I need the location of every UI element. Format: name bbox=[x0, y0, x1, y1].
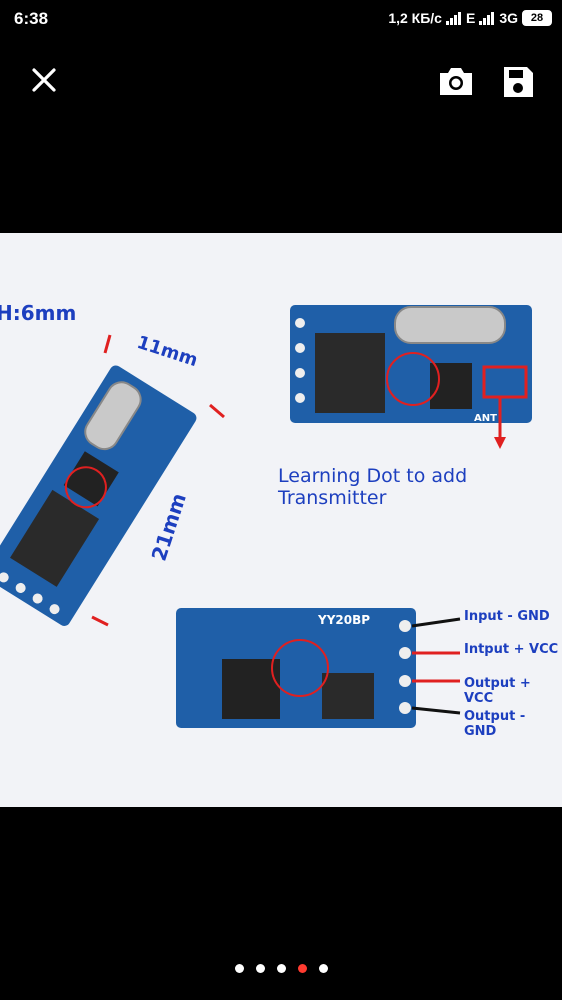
pin-label-2: Intput + VCC bbox=[464, 642, 559, 657]
signal-icon bbox=[445, 11, 462, 25]
signal-icon-2 bbox=[479, 11, 495, 25]
network-speed: 1,2 КБ/с bbox=[388, 10, 442, 26]
battery-icon: 28 bbox=[522, 10, 552, 26]
save-button[interactable] bbox=[498, 62, 538, 102]
learning-dot-label: Learning Dot to add Transmitter bbox=[278, 465, 468, 509]
network-type-3g: 3G bbox=[499, 10, 518, 26]
page-dot-3[interactable] bbox=[276, 964, 286, 973]
product-photo bbox=[0, 305, 532, 728]
image-viewer[interactable]: H:6mm 11mm 21mm Learning Dot to add Tran… bbox=[0, 233, 562, 807]
pin-label-4: Output - GND bbox=[464, 709, 526, 739]
ant-label: ANT bbox=[474, 413, 497, 424]
page-dot-4[interactable] bbox=[297, 964, 307, 973]
board-label: YY20BP bbox=[318, 613, 371, 627]
height-label: H:6mm bbox=[0, 301, 77, 325]
page-dot-5[interactable] bbox=[318, 964, 328, 973]
status-indicators: 1,2 КБ/с E 3G 28 bbox=[388, 10, 552, 26]
close-button[interactable] bbox=[26, 62, 62, 98]
network-type-e: E bbox=[465, 10, 476, 26]
screenshot-button[interactable] bbox=[436, 62, 476, 100]
page-indicator bbox=[0, 964, 562, 973]
status-bar: 6:38 1,2 КБ/с E 3G 28 bbox=[0, 0, 562, 38]
battery-level: 28 bbox=[530, 12, 544, 24]
pin-label-1: Input - GND bbox=[464, 609, 550, 624]
save-icon bbox=[504, 67, 533, 97]
camera-icon bbox=[440, 68, 472, 95]
pin-label-3: Output + VCC bbox=[464, 676, 531, 706]
page-dot-2[interactable] bbox=[255, 964, 265, 973]
status-time: 6:38 bbox=[14, 9, 49, 28]
page-dot-1[interactable] bbox=[234, 964, 244, 973]
close-icon bbox=[32, 68, 56, 92]
